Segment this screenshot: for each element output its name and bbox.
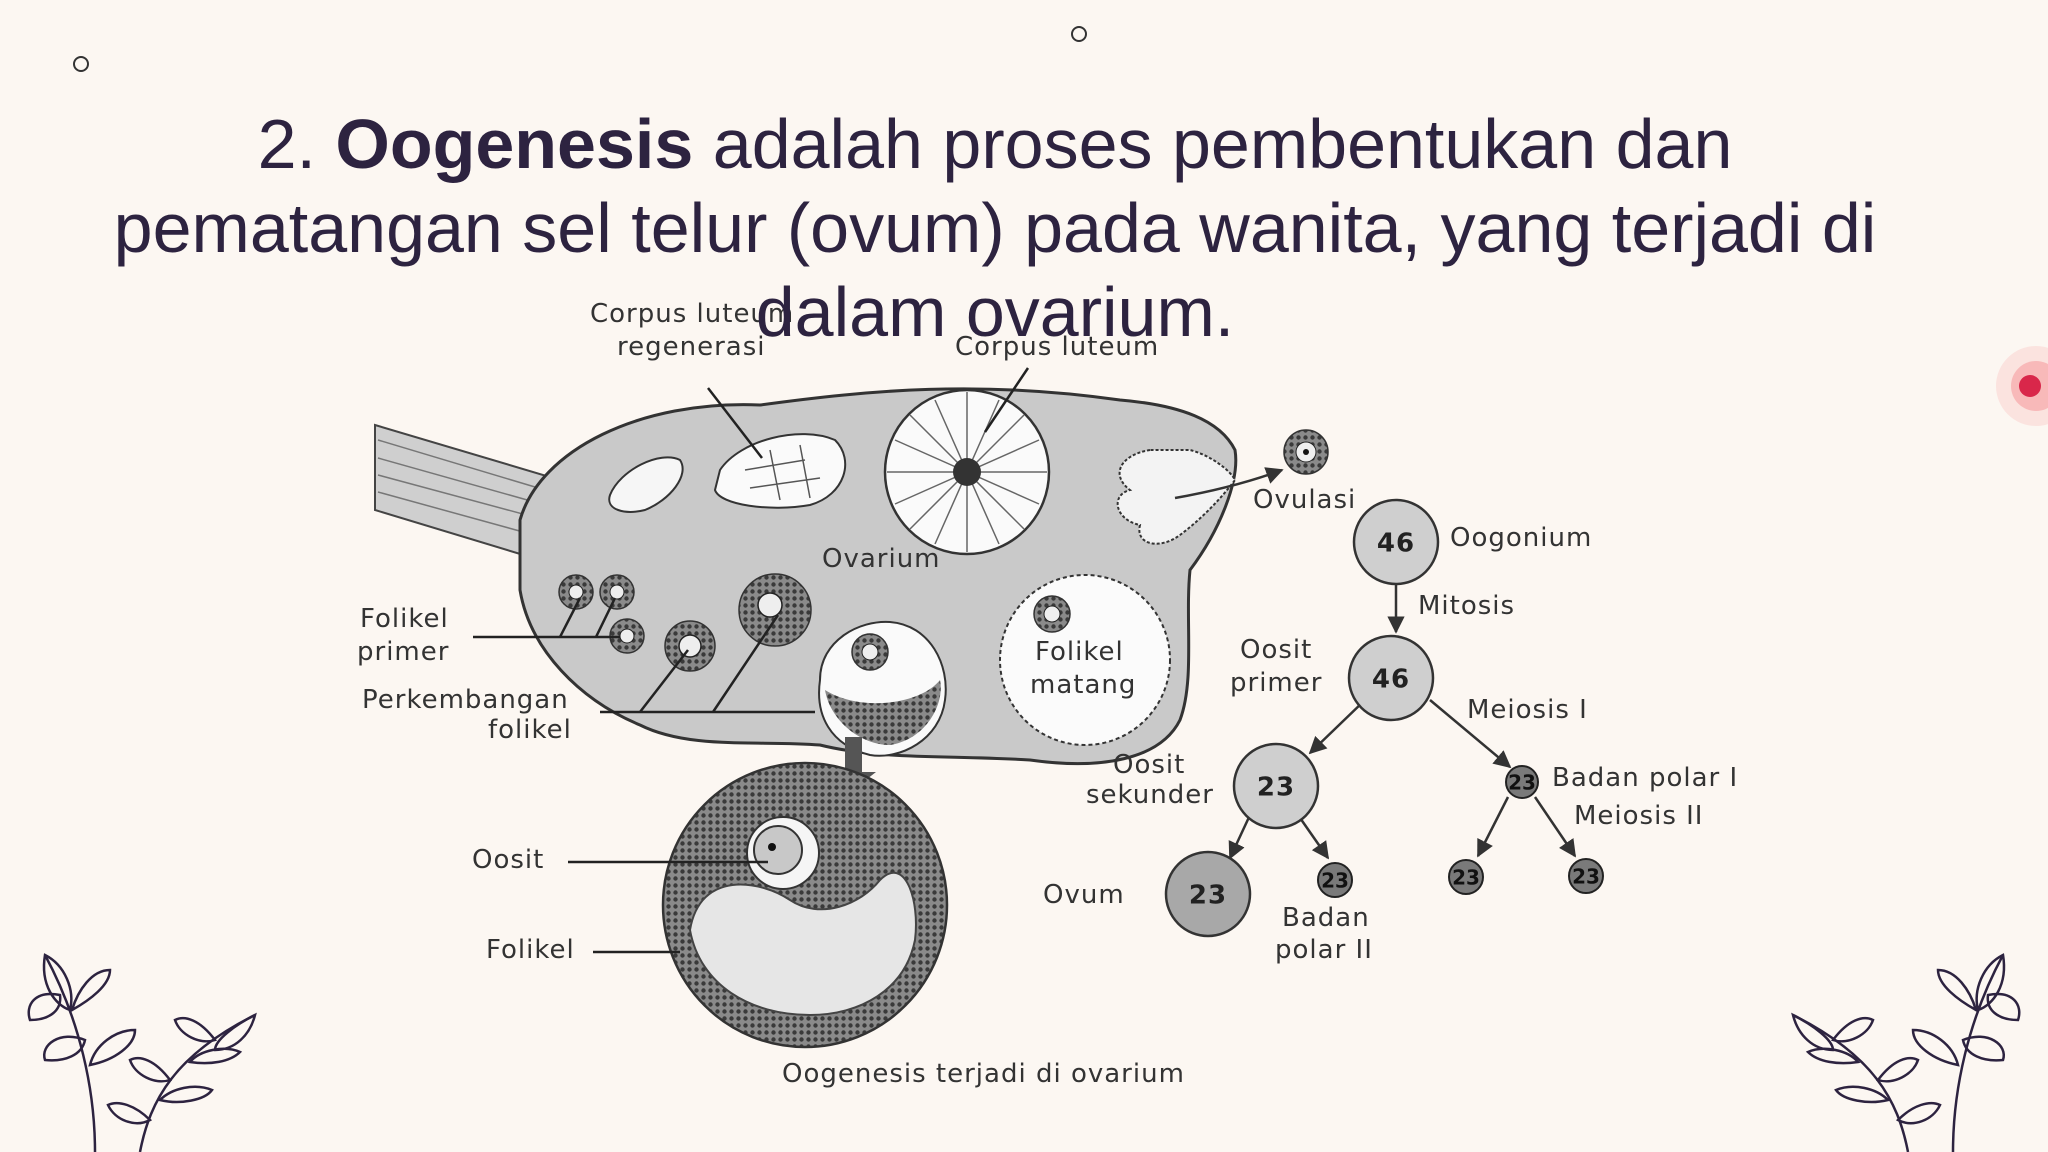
label-mitosis: Mitosis xyxy=(1418,591,1515,621)
corpus-luteum-regenerasi xyxy=(713,433,847,509)
deco-circle-left xyxy=(73,56,89,72)
label-meiosis-2: Meiosis II xyxy=(1574,801,1703,831)
ovulation-arrow xyxy=(1174,467,1284,500)
count-oosit-sekunder: 23 xyxy=(1257,773,1295,803)
cell-ovum xyxy=(1164,850,1252,938)
cell-badan-polar-2 xyxy=(1317,862,1353,898)
label-oosit-primer-1: Oosit xyxy=(1240,635,1312,665)
cell-oogonium xyxy=(1352,498,1440,586)
deco-circle-top xyxy=(1071,26,1087,42)
cell-polar-daughter-b xyxy=(1568,858,1604,894)
label-folikel-matang-1: Folikel xyxy=(1035,637,1124,667)
label-oosit-sekunder-1: Oosit xyxy=(1113,750,1185,780)
diagram-caption: Oogenesis terjadi di ovarium xyxy=(782,1059,1185,1089)
leader-lines xyxy=(473,367,1030,954)
accent-dot-icon xyxy=(1996,346,2048,426)
label-badan-polar-2-2: polar II xyxy=(1275,935,1373,965)
count-badan-polar-1: 23 xyxy=(1508,771,1536,795)
label-ovarium: Ovarium xyxy=(822,544,941,574)
count-oosit-primer: 46 xyxy=(1372,665,1410,695)
title-term: Oogenesis xyxy=(335,105,694,183)
count-ovum: 23 xyxy=(1189,881,1227,911)
count-polar-daughter-b: 23 xyxy=(1572,865,1600,889)
label-folikel-matang-2: matang xyxy=(1030,670,1136,700)
primary-follicles xyxy=(558,574,645,654)
label-ovum: Ovum xyxy=(1043,880,1125,910)
mature-follicle xyxy=(999,574,1171,746)
label-badan-polar-2-1: Badan xyxy=(1282,903,1370,933)
leaf-branch-right-icon xyxy=(1791,953,2021,1152)
label-perkembangan-folikel-2: folikel xyxy=(488,715,572,745)
label-folikel: Folikel xyxy=(486,935,575,965)
oogenesis-chain: 46 46 23 23 23 23 23 23 Oogonium Mitosis… xyxy=(1043,498,1738,965)
slide-title: 2. Oogenesis adalah proses pembentukan d… xyxy=(60,102,1930,354)
leaf-branch-left-icon xyxy=(27,953,257,1152)
label-meiosis-1: Meiosis I xyxy=(1467,695,1588,725)
label-corpus-luteum-regenerasi-1: Corpus luteum xyxy=(590,299,794,329)
developing-follicles xyxy=(664,573,947,757)
count-polar-daughter-a: 23 xyxy=(1452,866,1480,890)
title-prefix: 2. xyxy=(257,105,336,183)
label-badan-polar-1: Badan polar I xyxy=(1552,763,1738,793)
cell-oosit-primer xyxy=(1347,634,1435,722)
ovary-diagram: Corpus luteum regenerasi Corpus luteum O… xyxy=(357,299,1356,1089)
label-oogonium: Oogonium xyxy=(1450,523,1592,553)
label-ovulasi: Ovulasi xyxy=(1253,485,1356,515)
label-corpus-luteum-regenerasi-2: regenerasi xyxy=(617,332,765,362)
count-badan-polar-2: 23 xyxy=(1321,869,1349,893)
label-perkembangan-folikel-1: Perkembangan xyxy=(362,685,569,715)
ovulated-egg xyxy=(1283,429,1329,475)
cell-oosit-sekunder xyxy=(1232,742,1320,830)
label-oosit-primer-2: primer xyxy=(1230,668,1322,698)
enlarged-follicle xyxy=(661,761,949,1049)
label-folikel-primer-1: Folikel xyxy=(360,604,449,634)
label-corpus-luteum: Corpus luteum xyxy=(955,332,1159,362)
cell-polar-daughter-a xyxy=(1448,859,1484,895)
label-oosit: Oosit xyxy=(472,845,544,875)
cell-badan-polar-1 xyxy=(1505,765,1539,799)
label-folikel-primer-2: primer xyxy=(357,637,449,667)
corpus-luteum-small xyxy=(608,456,684,513)
title-rest: adalah proses pembentukan dan pematangan… xyxy=(113,105,1877,351)
label-oosit-sekunder-2: sekunder xyxy=(1086,780,1214,810)
count-oogonium: 46 xyxy=(1377,529,1415,559)
